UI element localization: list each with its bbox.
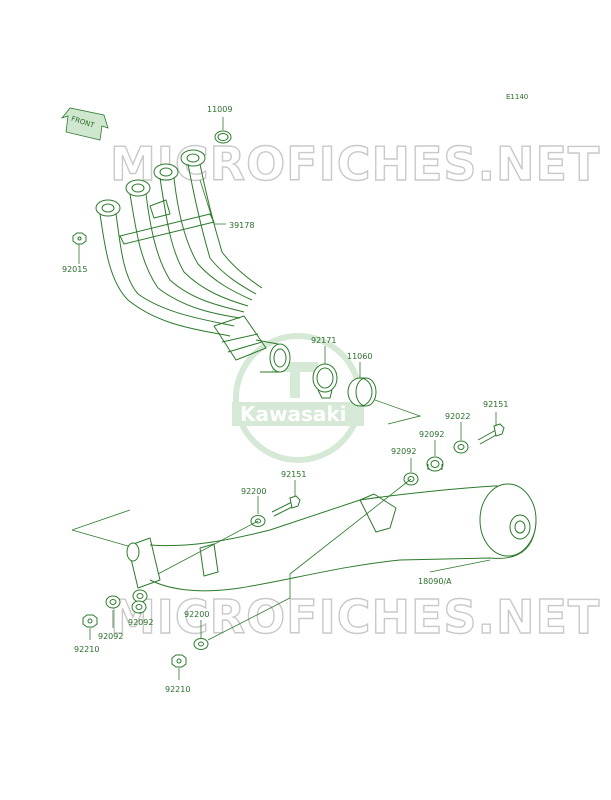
part-numbers: 11009 39178 92015 92171 11060 92151 9202… [62, 105, 508, 694]
washer-92200-lower [193, 638, 209, 650]
damper-92092-right [426, 456, 444, 472]
label-11060: 11060 [347, 352, 372, 361]
watermark-top: MICROFICHES.NET [110, 137, 600, 191]
label-92015: 92015 [62, 265, 87, 274]
nut-92210-left [82, 614, 98, 628]
nut-92015 [72, 232, 87, 245]
label-92200-a: 92200 [241, 487, 266, 496]
label-18090: 18090/A [418, 577, 452, 586]
clamp-92171 [312, 363, 338, 399]
label-11009: 11009 [207, 105, 232, 114]
front-arrow-icon: FRONT [60, 107, 109, 141]
damper-92092-left [131, 589, 148, 614]
label-92151-top: 92151 [483, 400, 508, 409]
washer-92022 [453, 440, 469, 454]
label-92151-mid: 92151 [281, 470, 306, 479]
leader-lines [71, 117, 497, 680]
bolt-92151-top [477, 423, 505, 445]
label-92200-b: 92200 [184, 610, 209, 619]
label-92210-a: 92210 [74, 645, 99, 654]
gasket-11009 [214, 130, 232, 144]
label-92092-b: 92092 [391, 447, 416, 456]
label-92171: 92171 [311, 336, 336, 345]
label-92092-c: 92092 [128, 618, 153, 627]
muffler-18090 [126, 483, 537, 592]
diagram-code: E1140 [506, 93, 528, 101]
watermark-bottom: MICROFICHES.NET [110, 590, 600, 644]
label-92092-a: 92092 [419, 430, 444, 439]
nut-92210-lower [171, 654, 187, 668]
kawasaki-logo: Kawasaki [232, 333, 364, 463]
gasket-11060 [347, 377, 377, 407]
exhaust-header-pipes [95, 149, 291, 373]
label-92210-b: 92210 [165, 685, 190, 694]
bolt-92151-mid [271, 495, 301, 517]
logo-text: Kawasaki [240, 402, 347, 426]
label-92092-d: 92092 [98, 632, 123, 641]
label-92022: 92022 [445, 412, 470, 421]
damper-92092-left-2 [105, 595, 121, 609]
label-39178: 39178 [229, 221, 254, 230]
